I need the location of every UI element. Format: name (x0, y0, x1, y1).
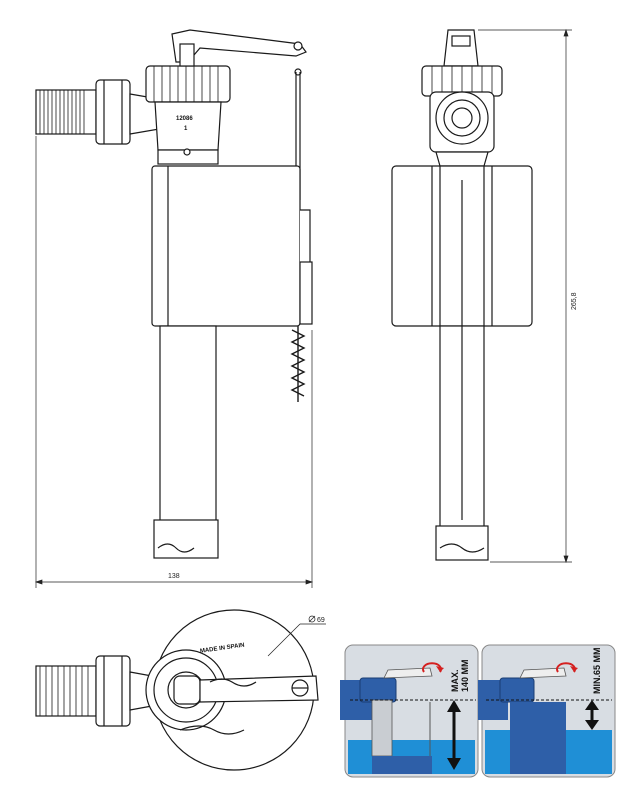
install-panel-min-label: MIN.65 MM (592, 647, 602, 694)
side-view (391, 29, 533, 561)
install-panel-max-label: MAX.140 MM (450, 659, 470, 692)
diameter-value: 69 (317, 617, 325, 624)
lower-tube (153, 325, 219, 559)
part-code: 12086 (176, 116, 193, 122)
top-view (35, 609, 319, 771)
width-value: 138 (168, 573, 180, 580)
float-box (151, 165, 313, 327)
adjust-screw (290, 326, 306, 402)
width-dimension (34, 136, 314, 588)
front-view (35, 29, 313, 559)
valve-head (145, 29, 307, 200)
height-value: 265,8 (571, 292, 578, 310)
install-panel-max (340, 644, 479, 778)
height-dimension (478, 28, 572, 564)
part-sub: 1 (184, 126, 188, 132)
install-panel-min (478, 644, 616, 778)
diameter-leader (267, 615, 326, 657)
